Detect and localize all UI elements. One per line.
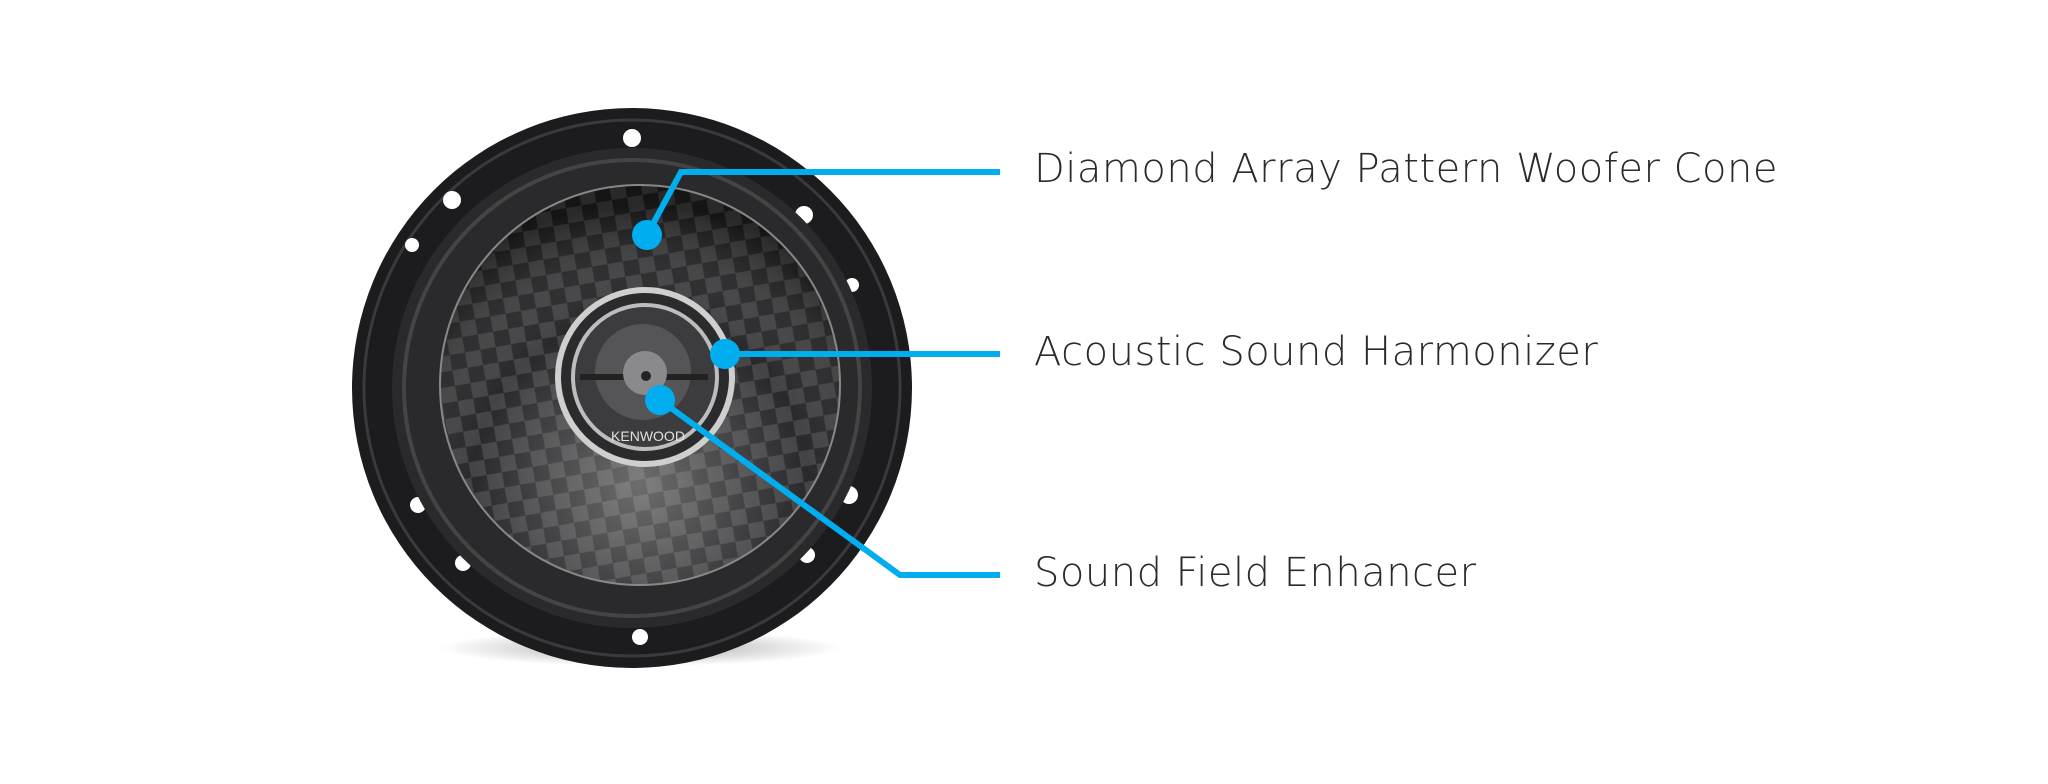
callout-label-sound-field-enhancer: Sound Field Enhancer: [1034, 550, 1477, 596]
callout-dot-harmonizer: [710, 339, 740, 369]
callout-lines: [644, 169, 1000, 578]
callout-dot-woofer: [632, 220, 662, 250]
callout-label-sound-harmonizer: Acoustic Sound Harmonizer: [1034, 329, 1599, 375]
callout-line-woofer: [644, 169, 1000, 237]
speaker-image: KENWOOD: [352, 108, 912, 668]
callout-label-woofer-cone: Diamond Array Pattern Woofer Cone: [1034, 146, 1778, 192]
callout-line-enhancer: [658, 397, 1000, 578]
callout-dot-enhancer: [645, 385, 675, 415]
brand-logo: KENWOOD: [611, 428, 685, 444]
